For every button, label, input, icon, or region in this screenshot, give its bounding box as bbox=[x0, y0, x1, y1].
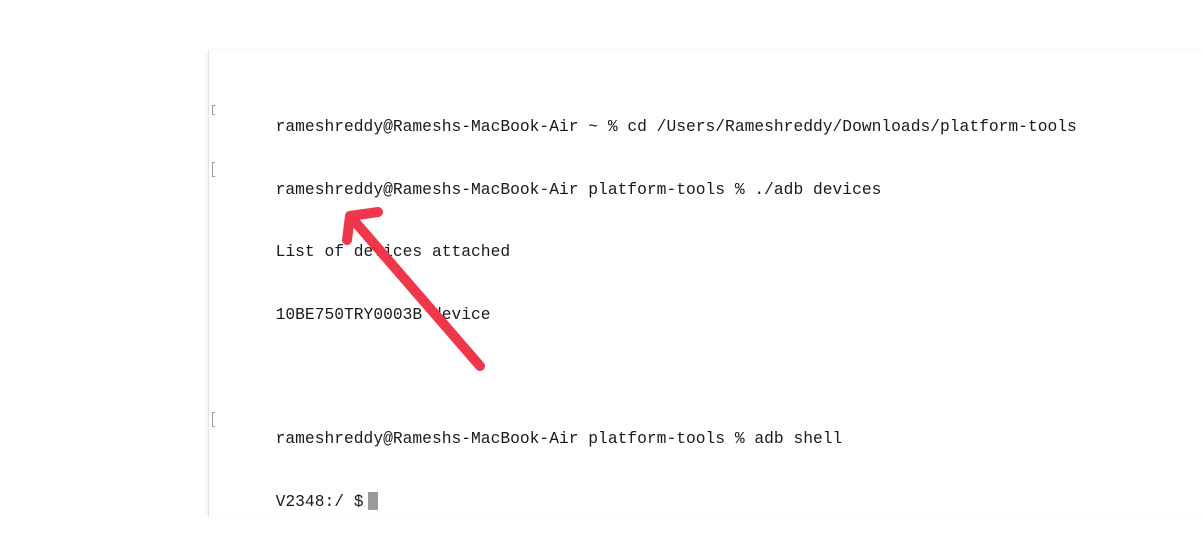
shell-cursor bbox=[367, 491, 378, 510]
terminal-line-text: rameshreddy@Rameshs-MacBook-Air ~ % cd /… bbox=[275, 117, 1077, 137]
line-mark-icon bbox=[212, 161, 215, 177]
terminal-line-text: rameshreddy@Rameshs-MacBook-Air platform… bbox=[275, 179, 882, 199]
terminal-line-text: List of devices attached bbox=[275, 242, 511, 262]
terminal-line-device-entry: 10BE750TRY0003B device bbox=[217, 284, 1203, 324]
terminal-line-cd-command: rameshreddy@Rameshs-MacBook-Air ~ % cd /… bbox=[212, 97, 1203, 136]
line-mark-icon bbox=[212, 411, 215, 427]
terminal-line-text: 10BE750TRY0003B device bbox=[275, 304, 491, 324]
terminal-line-shell-prompt[interactable]: V2348:/ $ bbox=[217, 471, 1203, 511]
terminal-line-blank bbox=[217, 346, 1203, 367]
terminal-output: rameshreddy@Rameshs-MacBook-Air ~ % cd /… bbox=[212, 55, 1203, 533]
line-mark-icon bbox=[212, 104, 215, 115]
terminal-line-text: rameshreddy@Rameshs-MacBook-Air platform… bbox=[275, 429, 843, 449]
shell-prompt-text: V2348:/ $ bbox=[275, 491, 364, 511]
terminal-line-adb-devices-command: rameshreddy@Rameshs-MacBook-Air platform… bbox=[212, 159, 1203, 199]
terminal-line-adb-shell-command: rameshreddy@Rameshs-MacBook-Air platform… bbox=[212, 409, 1203, 448]
terminal-window[interactable]: rameshreddy@Rameshs-MacBook-Air ~ % cd /… bbox=[208, 50, 1203, 516]
terminal-line-devices-header: List of devices attached bbox=[217, 221, 1203, 261]
